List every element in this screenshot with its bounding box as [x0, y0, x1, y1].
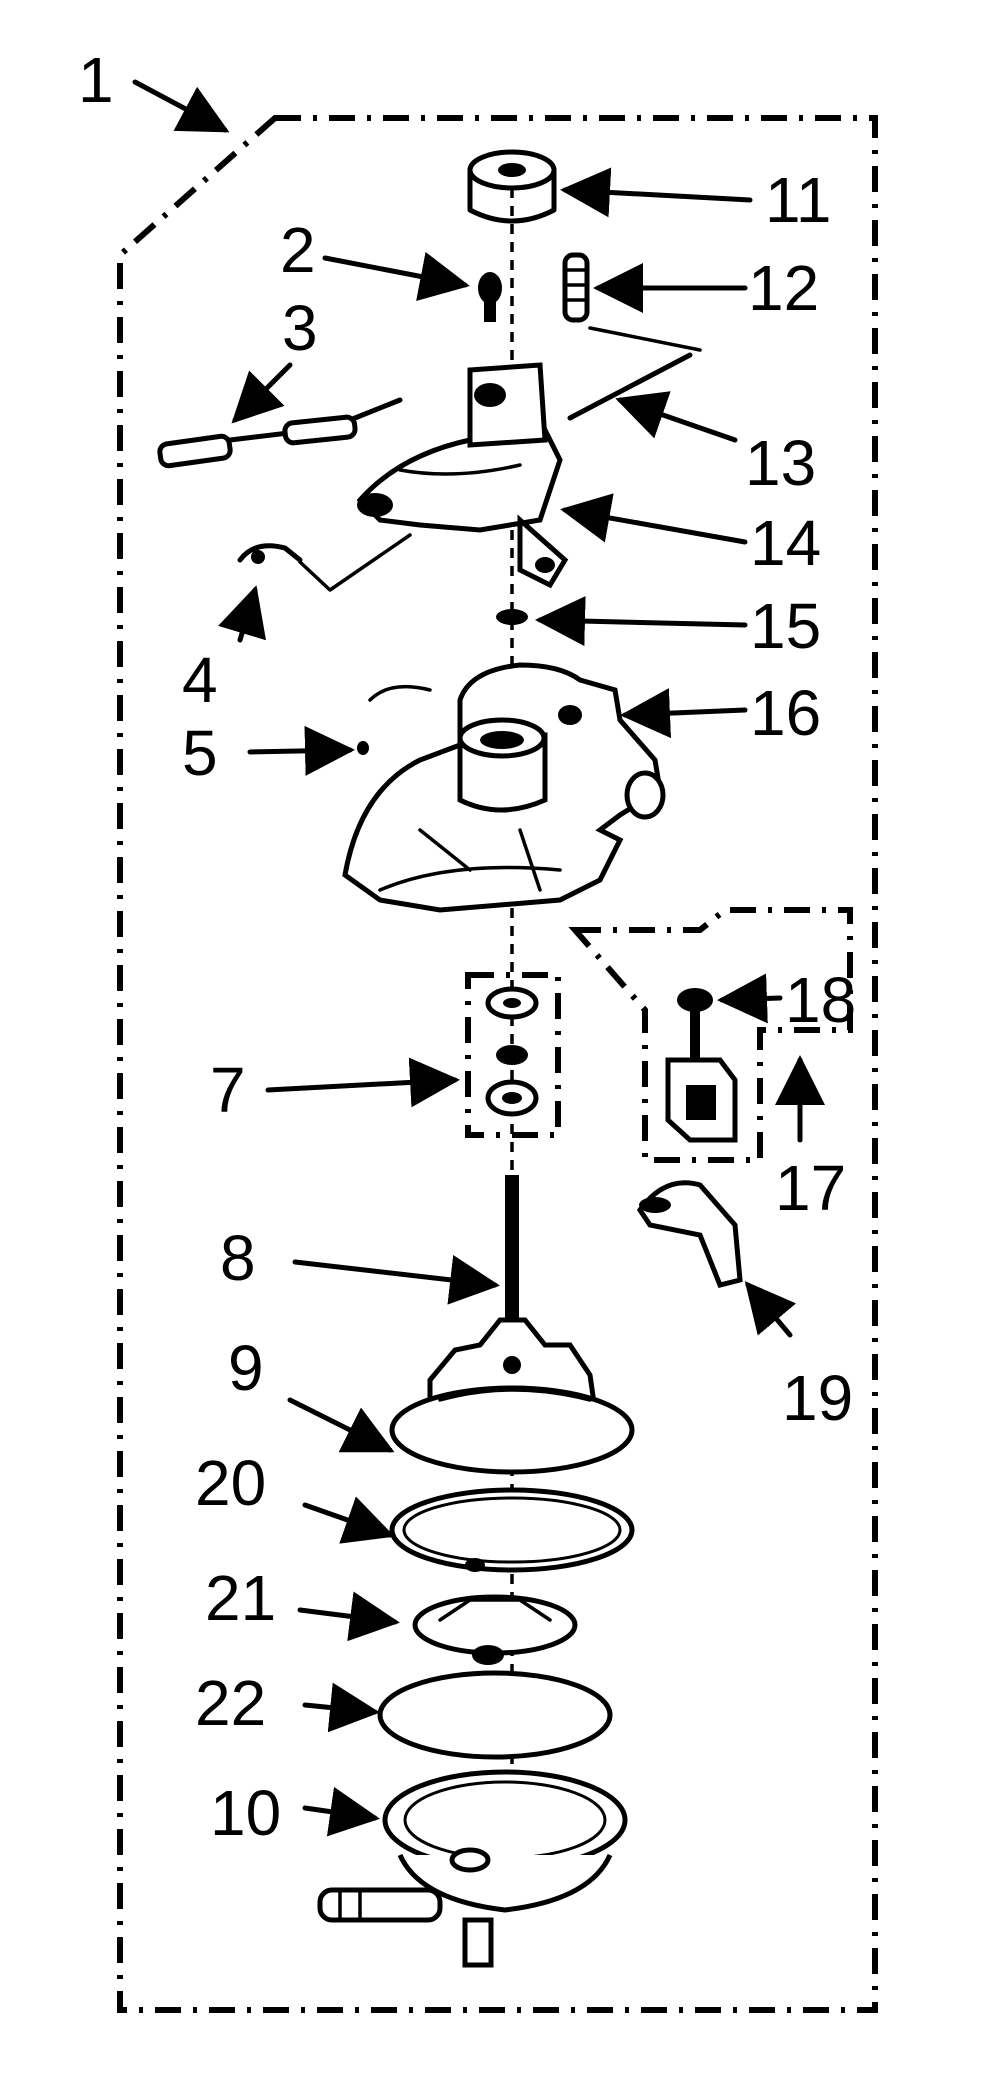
callout-13: 13	[745, 427, 816, 499]
callout-10: 10	[210, 1777, 281, 1849]
part-17-bracket	[665, 1057, 738, 1143]
part-9-impeller	[389, 1317, 635, 1475]
callout-9: 9	[228, 1332, 264, 1404]
part-21-disc	[412, 1594, 578, 1665]
part-4-clip	[237, 533, 412, 592]
callout-16: 16	[750, 677, 821, 749]
leader-arrows	[132, 79, 825, 1837]
callout-18: 18	[785, 964, 856, 1036]
callout-4: 4	[182, 644, 218, 716]
part-13-wire	[567, 352, 693, 421]
part-10-base	[317, 1769, 628, 1968]
part-19-hook	[636, 1180, 743, 1288]
callout-15: 15	[750, 590, 821, 662]
callout-19: 19	[782, 1362, 853, 1434]
part-8-shaft	[505, 1175, 519, 1340]
callout-20: 20	[195, 1447, 266, 1519]
callout-11: 11	[765, 164, 831, 236]
callout-7: 7	[210, 1054, 246, 1126]
part-12-spring	[562, 252, 590, 323]
callout-8: 8	[220, 1222, 256, 1294]
part-7-group-box	[465, 972, 561, 1138]
callout-21: 21	[205, 1562, 276, 1634]
callout-labels: 1 2 3 4 5 7 8 9 20 21 22 10 11 12 13 14 …	[78, 44, 856, 1849]
part-7-washers	[485, 986, 539, 1117]
part-14-bracket	[356, 362, 569, 589]
callout-22: 22	[195, 1667, 266, 1739]
callout-1: 1	[78, 44, 114, 116]
callout-12: 12	[748, 252, 819, 324]
part-18-screw	[677, 988, 713, 1070]
callout-2: 2	[280, 214, 316, 286]
callout-3: 3	[282, 292, 318, 364]
part-16-housing	[342, 662, 666, 913]
part-15-washer	[496, 609, 528, 625]
assembly-outline	[117, 115, 878, 2013]
part-22-gasket	[377, 1670, 613, 1760]
callout-5: 5	[182, 717, 218, 789]
part-11-pulley	[467, 149, 557, 224]
callout-17: 17	[775, 1152, 846, 1224]
callout-14: 14	[750, 507, 821, 579]
part-2-pin	[478, 272, 502, 322]
part-3-link	[157, 397, 403, 469]
part-20-diaphragm	[389, 1487, 635, 1573]
part-5-part	[357, 741, 369, 755]
subassembly-outline-17	[568, 907, 853, 1163]
